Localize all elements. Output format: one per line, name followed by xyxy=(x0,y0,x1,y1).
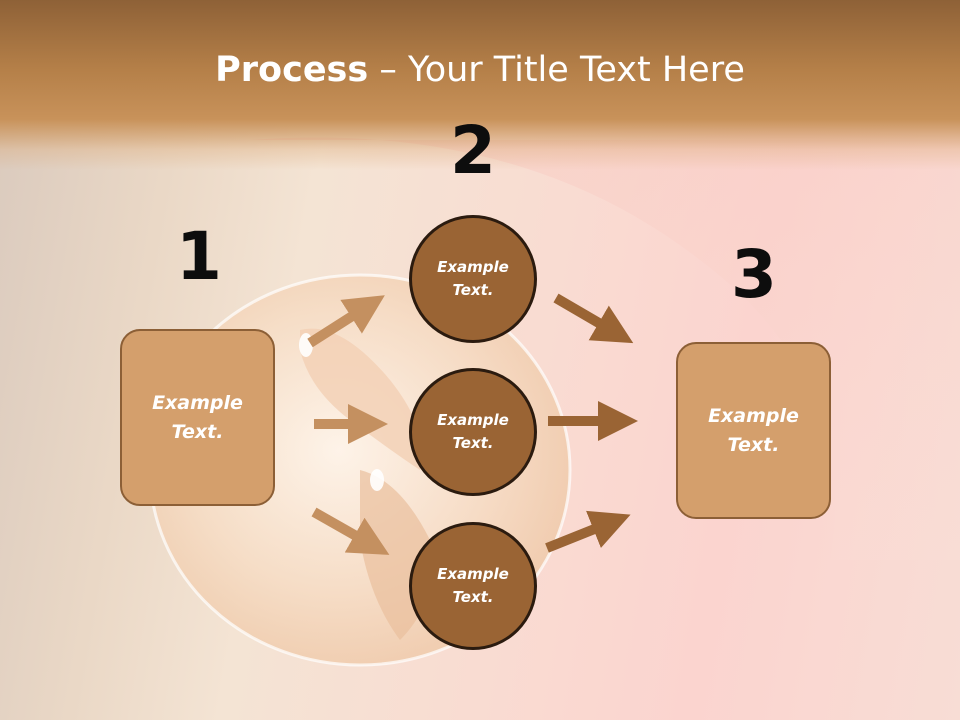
circle-1: Example Text. xyxy=(409,215,537,343)
circle-1-label: Example Text. xyxy=(437,258,509,299)
arrow-to-circle-1 xyxy=(307,295,385,348)
arrow-from-circle-1 xyxy=(553,293,634,344)
step-1-box: Example Text. xyxy=(120,329,275,506)
step-number-3: 3 xyxy=(731,236,777,313)
circle-2: Example Text. xyxy=(409,368,537,496)
step-3-label: Example Text. xyxy=(708,404,799,456)
circle-3-label: Example Text. xyxy=(437,565,509,606)
arrow-from-circle-3 xyxy=(545,510,631,553)
slide-title: Process – Your Title Text Here xyxy=(0,50,960,90)
step-1-label: Example Text. xyxy=(152,391,243,443)
circle-3: Example Text. xyxy=(409,522,537,650)
step-number-2: 2 xyxy=(450,112,496,189)
step-number-1: 1 xyxy=(176,218,222,295)
circle-2-label: Example Text. xyxy=(437,411,509,452)
title-band xyxy=(0,0,960,170)
arrow-to-circle-3 xyxy=(311,507,390,555)
title-rest: – Your Title Text Here xyxy=(368,50,745,90)
title-bold: Process xyxy=(215,50,369,90)
step-3-box: Example Text. xyxy=(676,342,831,519)
